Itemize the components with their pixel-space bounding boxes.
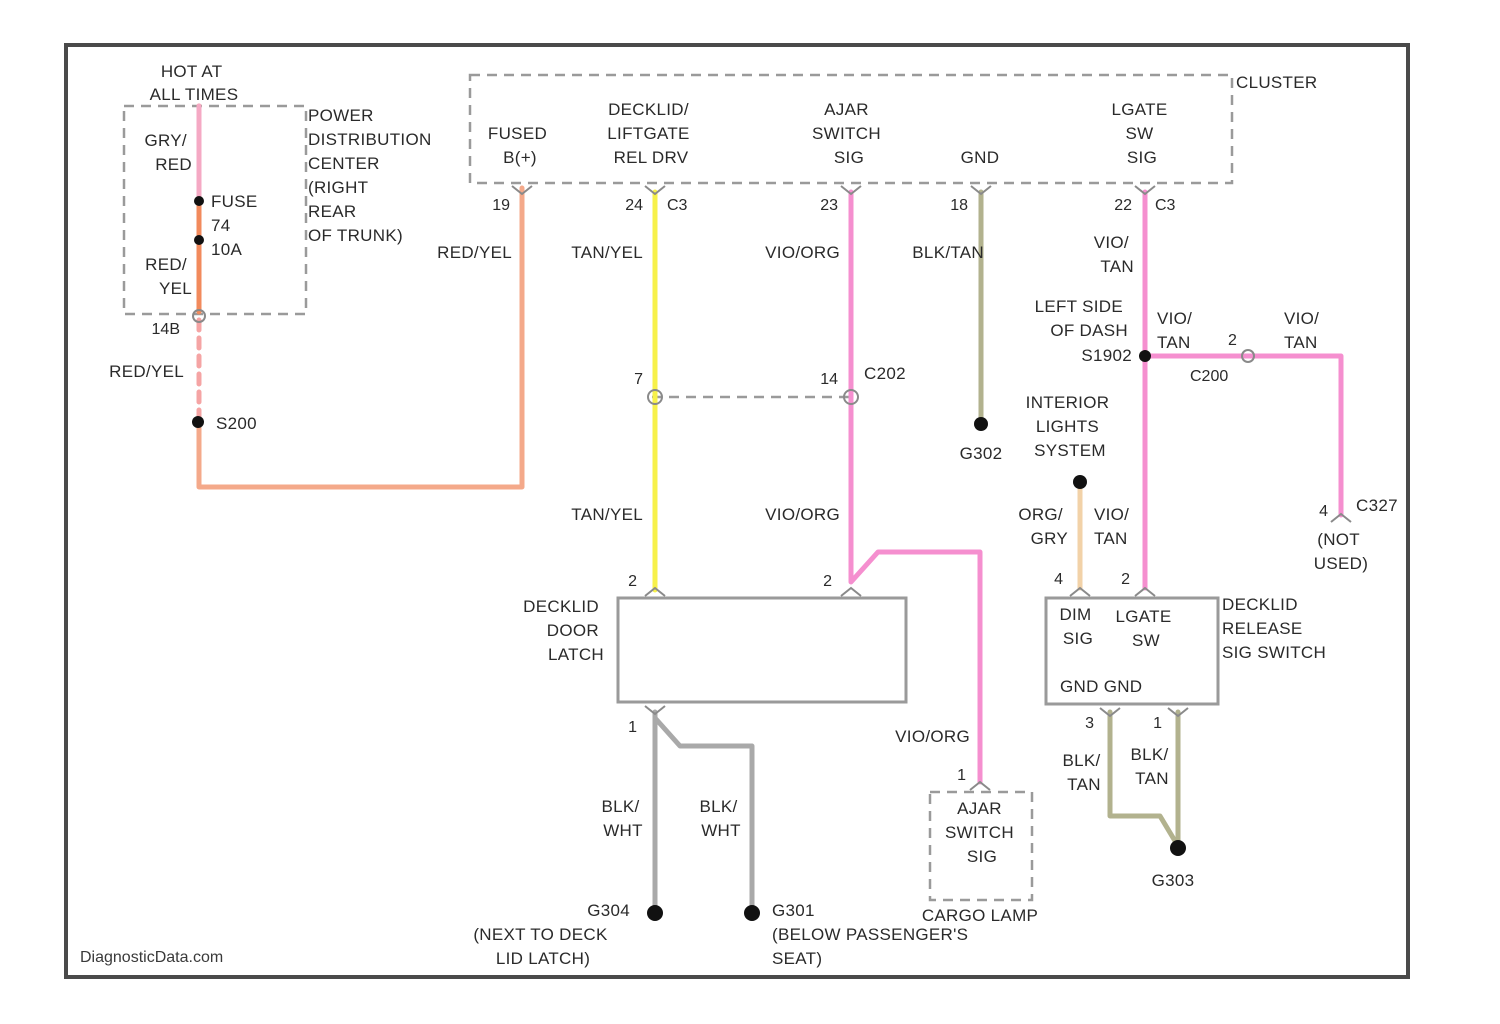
switch-pin-4 [1070, 588, 1090, 596]
g301-label: G301 [772, 901, 815, 920]
wire-tan-yel-label: TAN/YEL [571, 243, 643, 262]
c3-b-label: C3 [1155, 197, 1176, 214]
g301-ground [744, 905, 760, 921]
c327-pin-4 [1331, 514, 1351, 522]
wire-blk-tan-label: BLK/TAN [912, 243, 984, 262]
switch-pin2-label: 2 [1121, 571, 1130, 588]
wire-blk-tan-sw-left-label: BLK/ TAN [1062, 751, 1105, 794]
pdc-wire-top-label: GRY/ RED [145, 131, 193, 174]
g304-location-label: (NEXT TO DECK LID LATCH) [473, 925, 612, 968]
latch-pin2b-label: 2 [823, 573, 832, 590]
fuse-bottom-dot [194, 235, 204, 245]
cluster-decklid-label: DECKLID/ LIFTGATE REL DRV [607, 100, 694, 167]
c327-pin4-label: 4 [1319, 503, 1328, 520]
watermark: DiagnosticData.com [80, 949, 223, 966]
decklid-release-label: DECKLID RELEASE SIG SWITCH [1222, 595, 1326, 662]
cluster-lgate-label: LGATE SW SIG [1111, 100, 1172, 167]
left-red-yel-label: RED/YEL [109, 362, 184, 381]
wire-blk-wht-left-label: BLK/ WHT [601, 797, 644, 840]
latch-pin-2b [841, 588, 861, 596]
cluster-ajar-label: AJAR SWITCH SIG [812, 100, 886, 167]
hot-at-all-times-label: HOT AT ALL TIMES [150, 62, 239, 104]
pdc-wire-bottom-label: RED/ YEL [145, 255, 192, 298]
wire-red-yel-label: RED/YEL [437, 243, 512, 262]
wire-vio-org-2-label: VIO/ORG [765, 505, 840, 524]
s1902-label: S1902 [1081, 346, 1132, 365]
latch-pin2a-label: 2 [628, 573, 637, 590]
cluster-label: CLUSTER [1236, 73, 1317, 92]
sw-pin1-label: 1 [1153, 715, 1162, 732]
c327-label: C327 [1356, 496, 1398, 515]
g302-ground [974, 417, 988, 431]
switch-pin4-label: 4 [1054, 571, 1063, 588]
c202-pin7-label: 7 [634, 371, 643, 388]
wire-blk-tan-sw-right-label: BLK/ TAN [1130, 745, 1173, 788]
wire-blk-wht-right-label: BLK/ WHT [699, 797, 742, 840]
fuse-label: FUSE 74 10A [211, 192, 263, 259]
g304-label: G304 [587, 901, 630, 920]
wire-vio-org-label: VIO/ORG [765, 243, 840, 262]
s200-splice [192, 416, 204, 428]
g302-label: G302 [960, 444, 1003, 463]
decklid-latch-label: DECKLID DOOR LATCH [523, 597, 604, 664]
wire-tan-yel-2-label: TAN/YEL [571, 505, 643, 524]
c200-b-label: C200 [1190, 368, 1228, 385]
pin-22-label: 22 [1114, 197, 1132, 214]
ajar-pin1-label: 1 [957, 767, 966, 784]
c202-label: C202 [864, 364, 906, 383]
g301-location-label: (BELOW PASSENGER'S SEAT) [772, 925, 973, 968]
sw-pin3-label: 3 [1085, 715, 1094, 732]
wire-vio-tan-lower-label: VIO/ TAN [1094, 505, 1134, 548]
switch-pin-2 [1135, 588, 1155, 596]
left-side-dash-label: LEFT SIDE OF DASH [1035, 297, 1128, 340]
cluster-fused-label: FUSED B(+) [488, 124, 552, 167]
cluster-gnd-label: GND [961, 148, 1000, 167]
wire-org-gry-label: ORG/ GRY [1018, 505, 1068, 548]
g303-ground [1170, 840, 1186, 856]
g303-label: G303 [1152, 871, 1195, 890]
s1902-splice [1139, 350, 1151, 362]
pdc-pin-label: 14B [152, 321, 180, 338]
decklid-door-latch-box [618, 598, 906, 702]
pin-24-label: 24 [625, 197, 643, 214]
ajar-pin-1 [970, 782, 990, 790]
g304-ground [647, 905, 663, 921]
wire-vio-tan-right-label: VIO/ TAN [1284, 309, 1324, 352]
interior-lights-terminal [1073, 475, 1087, 489]
c202-pin14-label: 14 [820, 371, 838, 388]
switch-gnd-label: GND GND [1060, 677, 1142, 696]
pin-19-label: 19 [492, 197, 510, 214]
interior-lights-label: INTERIOR LIGHTS SYSTEM [1026, 393, 1115, 460]
pin-23-label: 23 [820, 197, 838, 214]
s200-label: S200 [216, 414, 257, 433]
wire-vio-tan-top-label: VIO/ TAN [1094, 233, 1134, 276]
cargo-lamp-label: CARGO LAMP [922, 906, 1038, 925]
latch-pin1-label: 1 [628, 719, 637, 736]
wire-vio-org-3-label: VIO/ORG [895, 727, 970, 746]
c200-pin2-label: 2 [1228, 332, 1237, 349]
c3-a-label: C3 [667, 197, 688, 214]
wire-vio-tan-branch [1145, 356, 1341, 515]
ajar-switch-label: AJAR SWITCH SIG [945, 799, 1019, 866]
pdc-label: POWER DISTRIBUTION CENTER (RIGHT REAR OF… [308, 106, 437, 245]
fuse-top-dot [194, 196, 204, 206]
wire-vio-tan-mid-label: VIO/ TAN [1157, 309, 1197, 352]
pin-18-label: 18 [950, 197, 968, 214]
not-used-label: (NOT USED) [1314, 530, 1368, 573]
